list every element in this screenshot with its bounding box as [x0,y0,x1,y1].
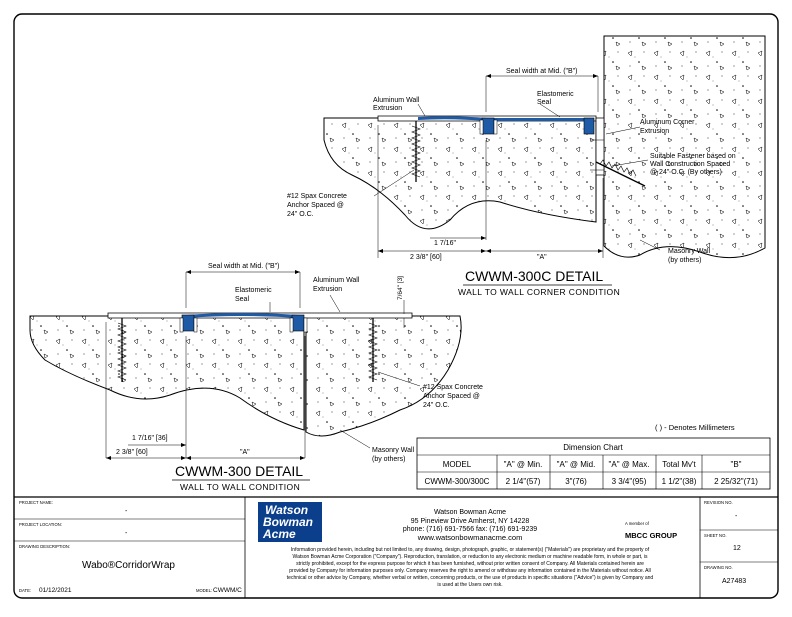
disclaimer-line-1: Information provided herein, including b… [291,547,650,553]
disclaimer-line-3: strictly prohibited, except for the expr… [296,561,644,567]
masonry-label-2: (by others) [668,257,701,264]
disclaimer-line-2: Watson Bowman Acme Corporation ("Company… [293,554,648,560]
cell-min: 2 1/4"(57) [506,477,541,486]
cell-max: 3 3/4"(95) [612,477,647,486]
masonry-label-4: (by others) [372,456,405,463]
company-phone: phone: (716) 691-7566 fax: (716) 691-923… [403,526,537,533]
cell-mid: 3"(76) [565,477,587,486]
dim-1-7-16-36: 1 7/16" [36] [132,435,168,442]
seal-width-label: Seal width at Mid. ("B") [506,68,578,75]
aluminum-wall-label: Aluminum Wall [373,97,420,104]
elastomeric-label: Elastomeric [537,91,574,98]
company-address: 95 Pineview Drive Amherst, NY 14228 [411,518,530,525]
group-tagline: A member of [625,521,650,526]
col-header-max: "A" @ Max. [609,460,650,469]
dim-a: "A" [537,254,547,261]
col-header-model: MODEL [443,460,472,469]
anchor-label-4: #12 Spax Concrete [423,384,483,391]
cell-b: 2 25/32"(71) [714,477,758,486]
seal-label: Seal [537,99,551,106]
extrusion-label-2: Extrusion [313,286,342,293]
title-block: PROJECT NAME: - PROJECT LOCATION: - DRAW… [14,497,778,598]
seal-width-label-2: Seal width at Mid. ("B") [208,263,280,270]
company-website: www.watsonbowmanacme.com [417,533,523,542]
project-location: - [125,530,128,537]
masonry-wall-corner [603,35,766,259]
company-name: Watson Bowman Acme [434,509,506,516]
elastomeric-seal-straight [186,313,300,318]
cwwm-300-detail: Seal width at Mid. ("B") 7/64" [3] 1 7/1… [29,263,483,492]
logo-line-1: Watson [265,503,308,517]
concrete-substrate-corner [323,117,597,230]
elastomeric-label-2: Elastomeric [235,287,272,294]
straight-detail-subtitle: WALL TO WALL CONDITION [180,482,300,492]
anchor-label-5: Anchor Spaced @ [423,393,480,400]
disclaimer-line-4: provided by Company for information purp… [289,568,650,574]
aluminum-wall-label-2: Aluminum Wall [313,277,360,284]
col-header-min: "A" @ Min. [504,460,543,469]
anchor-label-3: 24" O.C. [287,211,314,218]
cell-model: CWWM-300/300C [425,477,490,486]
date-value: 01/12/2021 [39,587,72,594]
company-logo [258,502,322,542]
sheet-label: SHEET NO. [704,533,727,538]
aluminum-corner-label: Aluminum Corner [640,119,695,126]
revision-label: REVISION NO. [704,500,733,505]
drawing-description-label: DRAWING DESCRIPTION: [19,544,70,549]
anchor-label-1: #12 Spax Concrete [287,193,347,200]
straight-detail-title: CWWM-300 DETAIL [175,463,303,479]
fastener-label-2: Wall Construction Spaced [650,161,730,168]
model-label: MODEL: [196,588,212,593]
drawing-no-label: DRAWING NO. [704,565,733,570]
anchor-label-2: Anchor Spaced @ [287,202,344,209]
drawing-description: Wabo®CorridorWrap [82,560,175,571]
disclaimer-line-5: technical or other advice by Company, wh… [287,575,654,581]
mbcc-group-logo: MBCC GROUP [625,531,677,540]
project-name: - [125,508,128,515]
extrusion-label: Extrusion [373,105,402,112]
height-dim: 7/64" [3] [397,276,404,300]
sheet-value: 12 [733,545,741,552]
project-name-label: PROJECT NAME: [19,500,53,505]
col-header-b: "B" [730,460,741,469]
fastener-label-3: @ 24" O.C. (By others) [650,169,722,176]
disclaimer-line-6: is used at the Users own risk. [437,582,502,588]
logo-line-2: Bowman [263,515,313,529]
model-value: CWWM/C [213,587,242,594]
concrete-substrate-right [305,315,462,437]
elastomeric-seal-corner [418,116,590,121]
dim-2-3-8-60: 2 3/8" [60] [116,449,148,456]
millimeter-note: ( ) - Denotes Millimeters [655,423,735,432]
corner-detail-title: CWWM-300C DETAIL [465,268,603,284]
cell-total: 1 1/2"(38) [662,477,697,486]
col-header-mid: "A" @ Mid. [557,460,596,469]
masonry-label-1: Masonry Wall [668,248,711,255]
col-header-total: Total Mv't [662,460,696,469]
dim-2-3-8: 2 3/8" [60] [410,254,442,261]
masonry-label-3: Masonry Wall [372,447,415,454]
chart-title: Dimension Chart [563,443,623,452]
revision-value: - [735,513,738,520]
project-location-label: PROJECT LOCATION: [19,522,62,527]
concrete-substrate-left [29,315,305,431]
fastener-label-1: Suitable Fastener based on [650,153,736,160]
corner-detail-subtitle: WALL TO WALL CORNER CONDITION [458,287,620,297]
dim-a-2: "A" [240,449,250,456]
dim-1-7-16: 1 7/16" [434,240,456,247]
sheet-border [13,13,779,599]
drawing-no-value: A27483 [722,578,746,585]
logo-line-3: Acme [262,527,296,541]
cwwm-300c-detail: Seal width at Mid. ("B") 1 7/16" 2 3/8" … [287,35,766,297]
corner-extrusion-label: Extrusion [640,128,669,135]
seal-label-2: Seal [235,296,249,303]
dimension-chart: Dimension Chart MODEL "A" @ Min. "A" @ M… [416,437,771,490]
anchor-label-6: 24" O.C. [423,402,450,409]
date-label: DATE: [19,588,31,593]
